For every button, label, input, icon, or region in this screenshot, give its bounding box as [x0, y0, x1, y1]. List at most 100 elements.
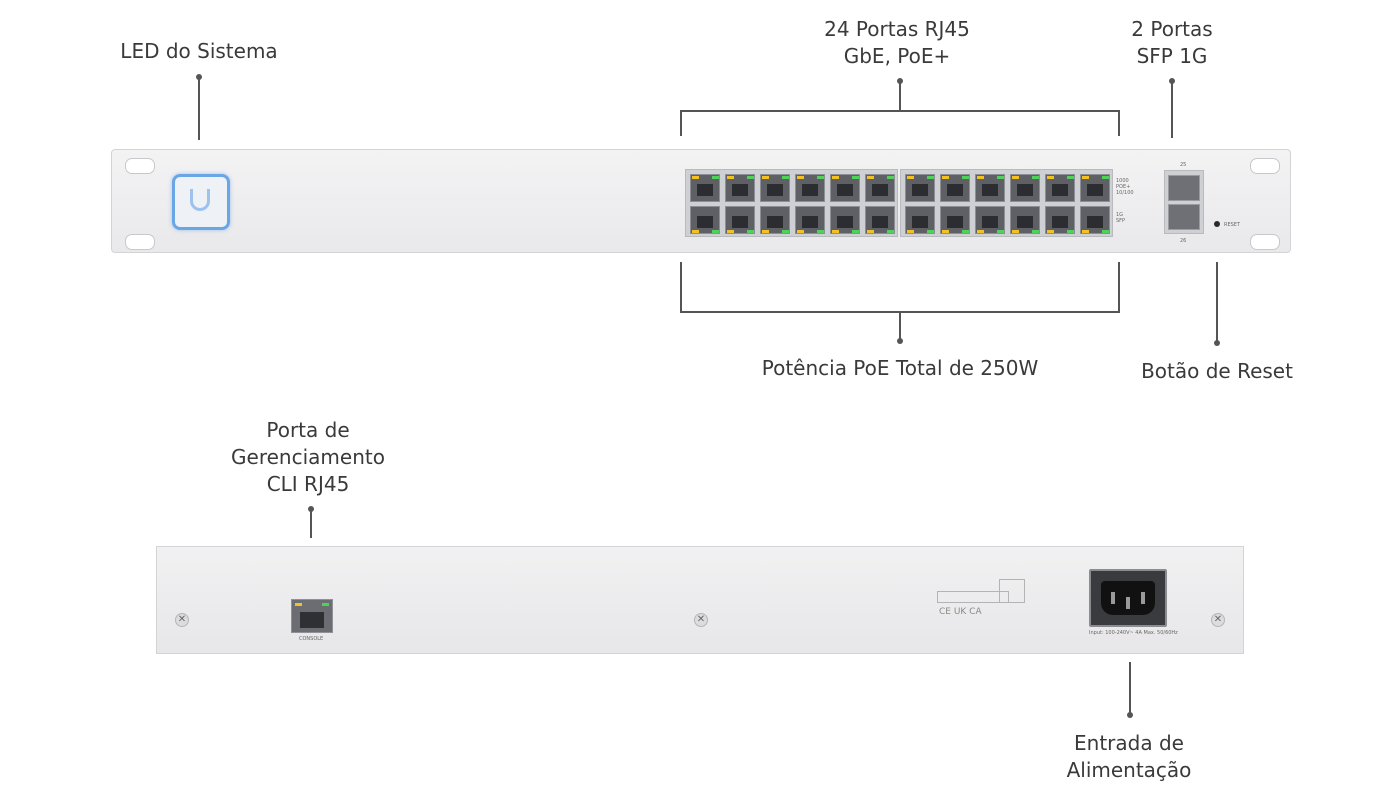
port-led-amber [977, 176, 984, 179]
rj45-port-20[interactable] [1010, 206, 1040, 234]
system-led [172, 174, 230, 230]
rj45-port-23[interactable] [1080, 174, 1110, 202]
port-led-amber [762, 230, 769, 233]
rj45-port-5[interactable] [760, 174, 790, 202]
reset-callout-dot [1214, 340, 1220, 346]
port-led-green [712, 176, 719, 179]
port-led-green [817, 230, 824, 233]
sfp-ports-label: 2 Portas SFP 1G [1131, 17, 1213, 68]
port-led-amber [1012, 230, 1019, 233]
sfp-port-25[interactable] [1168, 175, 1200, 201]
system-led-callout-line [198, 78, 200, 140]
port-led-amber [797, 230, 804, 233]
rj45-port-8[interactable] [795, 206, 825, 234]
port-led-amber [692, 176, 699, 179]
rj45-port-10[interactable] [830, 206, 860, 234]
port-led-green [1032, 230, 1039, 233]
port-led-amber [1082, 230, 1089, 233]
port-led-amber [907, 176, 914, 179]
rj45-bracket-right [1118, 110, 1120, 136]
reset-callout-line [1216, 262, 1218, 342]
rj45-port-6[interactable] [760, 206, 790, 234]
rj45-port-14[interactable] [905, 206, 935, 234]
port-led-amber [1082, 176, 1089, 179]
rj45-port-7[interactable] [795, 174, 825, 202]
rj45-port-17[interactable] [975, 174, 1005, 202]
screw-icon: ✕ [694, 613, 708, 627]
rj45-port-13[interactable] [905, 174, 935, 202]
rj45-port-12[interactable] [865, 206, 895, 234]
label-box-square [999, 579, 1025, 603]
rj45-port-24[interactable] [1080, 206, 1110, 234]
port-led-amber [727, 176, 734, 179]
power-callout-line [1129, 662, 1131, 714]
power-pin [1141, 592, 1145, 604]
rj45-port-18[interactable] [975, 206, 1005, 234]
port-led-green [997, 230, 1004, 233]
port-led-amber [942, 230, 949, 233]
port-led-green [782, 230, 789, 233]
rj45-port-4[interactable] [725, 206, 755, 234]
front-panel: 1000 POE+ 10/100 1G SFP 25 26 RESET [111, 149, 1291, 253]
rj45-port-21[interactable] [1045, 174, 1075, 202]
power-rating-text: Input: 100-240V~ 4A Max. 50/60Hz [1089, 630, 1178, 636]
rj45-port-11[interactable] [865, 174, 895, 202]
power-pin [1111, 592, 1115, 604]
sfp-callout-line [1171, 82, 1173, 138]
console-led-amber [295, 603, 302, 606]
sfp-port-26[interactable] [1168, 204, 1200, 230]
port-led-green [1067, 176, 1074, 179]
poe-bracket-left [680, 262, 682, 312]
rj45-port-19[interactable] [1010, 174, 1040, 202]
rj45-port-15[interactable] [940, 174, 970, 202]
rj45-port-1[interactable] [690, 174, 720, 202]
power-socket [1101, 581, 1155, 615]
reset-button[interactable] [1214, 221, 1220, 227]
poe-callout-dot [897, 338, 903, 344]
port-led-green [1102, 230, 1109, 233]
screw-icon: ✕ [1211, 613, 1225, 627]
port-led-green [1032, 176, 1039, 179]
port-led-green [927, 176, 934, 179]
sfp-port-block [1164, 170, 1204, 234]
port-led-green [887, 176, 894, 179]
poe-callout-line [899, 312, 901, 340]
port-led-green [712, 230, 719, 233]
port-led-amber [942, 176, 949, 179]
led-legend: 1000 POE+ 10/100 [1116, 178, 1134, 196]
rj45-port-2[interactable] [690, 206, 720, 234]
port-block-left [685, 169, 898, 237]
port-led-green [782, 176, 789, 179]
port-led-amber [762, 176, 769, 179]
sfp-number-bottom: 26 [1180, 238, 1187, 244]
certification-marks: CE UK CA [939, 607, 982, 617]
mount-hole [125, 158, 155, 174]
sfp-number-top: 25 [1180, 162, 1187, 168]
rj45-callout-line [899, 82, 901, 110]
mgmt-callout-line [310, 510, 312, 538]
console-port[interactable] [291, 599, 333, 633]
label-box [937, 591, 1009, 603]
mount-hole [1250, 158, 1280, 174]
port-led-green [747, 230, 754, 233]
rj45-port-3[interactable] [725, 174, 755, 202]
rj45-port-22[interactable] [1045, 206, 1075, 234]
screw-icon: ✕ [175, 613, 189, 627]
port-block-right [900, 169, 1113, 237]
power-inlet[interactable] [1089, 569, 1167, 627]
port-led-green [997, 176, 1004, 179]
ubiquiti-logo-icon [190, 189, 210, 211]
rj45-bracket-left [680, 110, 682, 136]
poe-total-label: Potência PoE Total de 250W [761, 356, 1039, 380]
port-led-amber [797, 176, 804, 179]
rj45-port-16[interactable] [940, 206, 970, 234]
port-led-amber [1012, 176, 1019, 179]
port-led-amber [867, 176, 874, 179]
mount-hole [125, 234, 155, 250]
mgmt-callout-dot [308, 506, 314, 512]
port-led-green [852, 176, 859, 179]
port-led-amber [977, 230, 984, 233]
port-led-amber [727, 230, 734, 233]
rj45-port-9[interactable] [830, 174, 860, 202]
port-led-amber [832, 176, 839, 179]
